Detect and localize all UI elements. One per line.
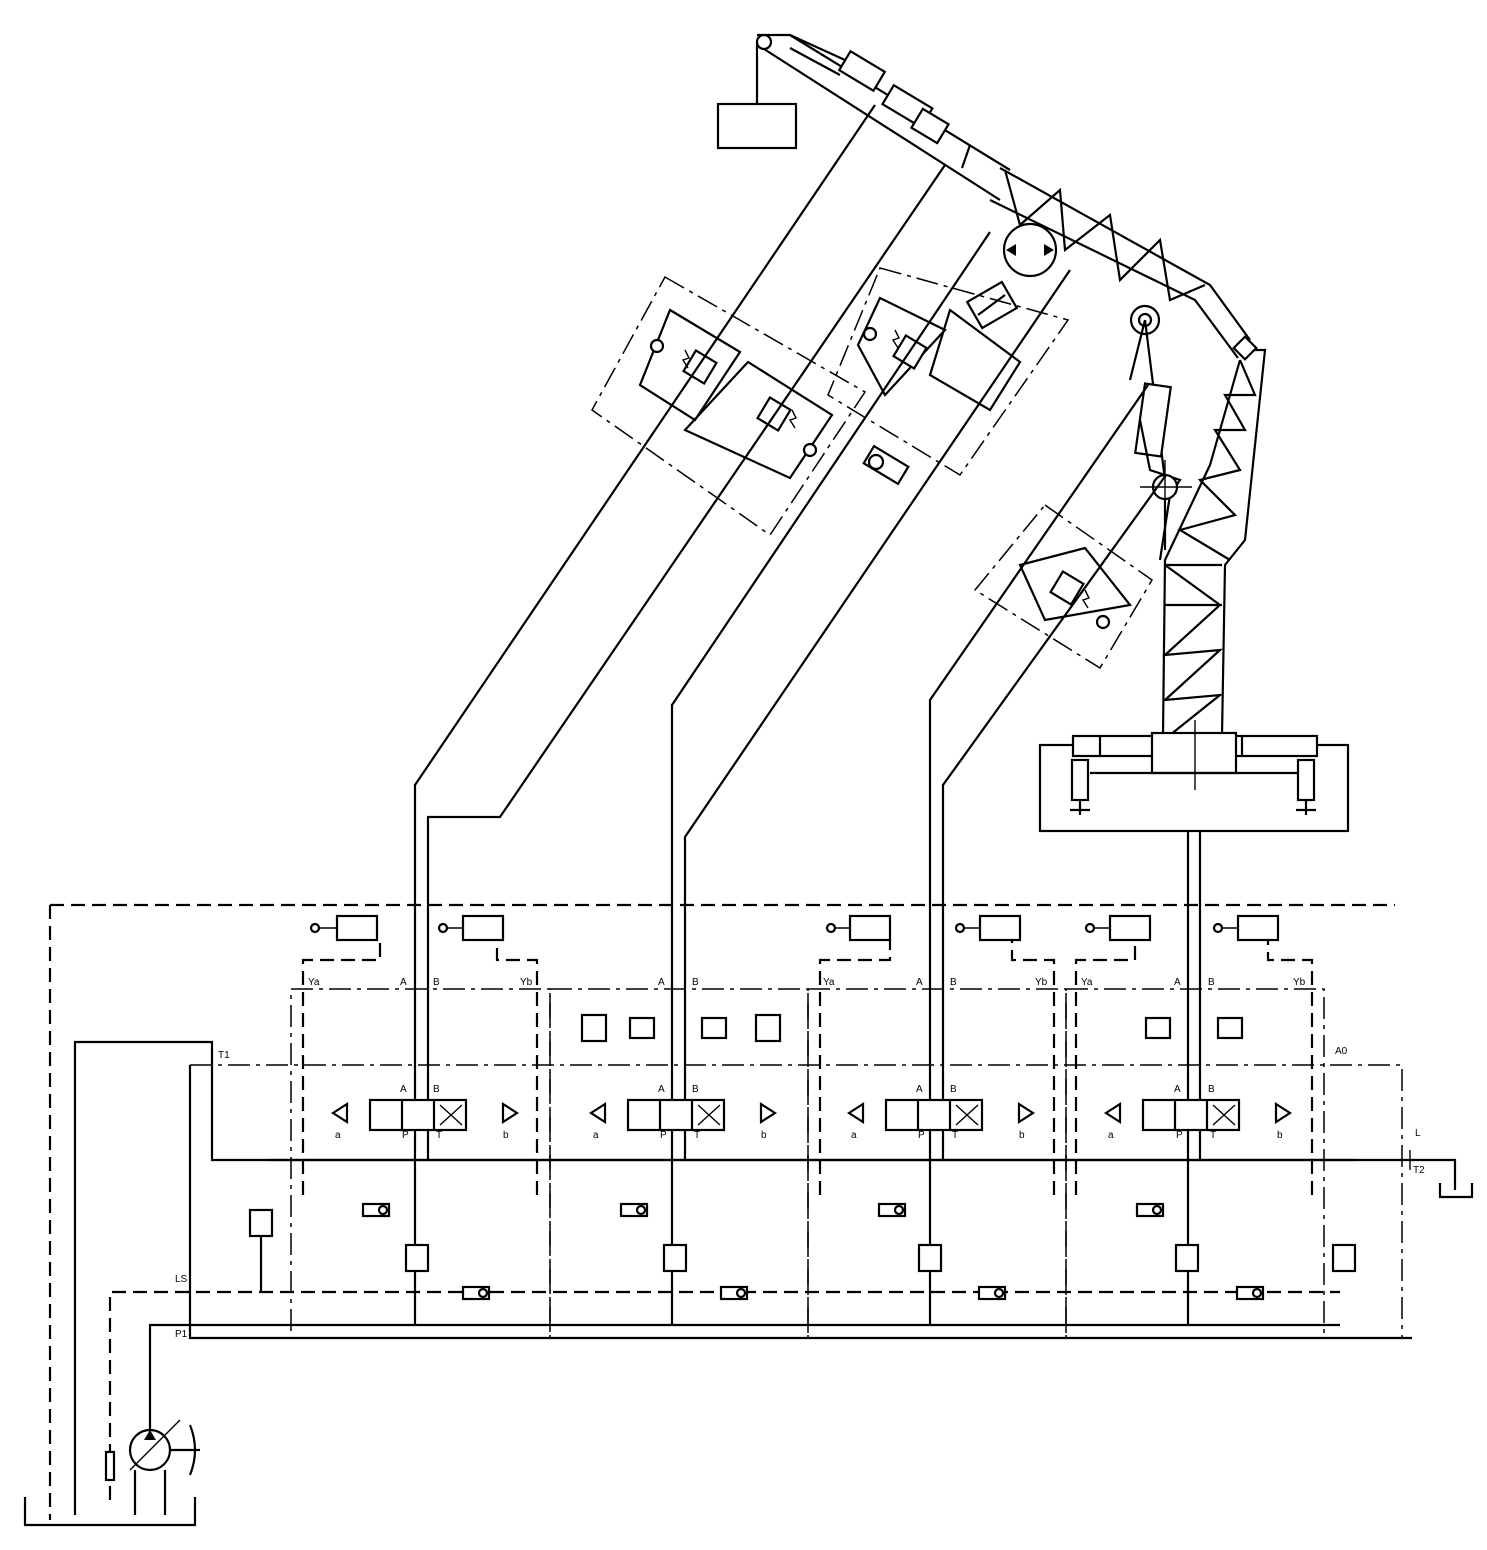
label-a-small: a (1108, 1130, 1114, 1141)
label-b: B (950, 1084, 957, 1095)
pulley-icon (755, 33, 773, 51)
label-b: B (433, 1084, 440, 1095)
label-yb: Yb (520, 977, 533, 988)
label-a: A (658, 1084, 665, 1095)
label-a-small: a (851, 1130, 857, 1141)
section-2 (549, 988, 809, 1339)
port-label-a0: A0 (1335, 1046, 1348, 1057)
label-a: A (400, 977, 407, 988)
counterbalance-block-1 (591, 275, 867, 537)
label-a: A (1174, 1084, 1181, 1095)
label-p: P (1176, 1130, 1183, 1141)
section-labels: Ya A B Yb A B Ya A B Yb Ya A B Yb A B A … (308, 977, 1306, 1141)
label-ya: Ya (1081, 977, 1093, 988)
label-a-small: a (335, 1130, 341, 1141)
label-b: B (950, 977, 957, 988)
label-b: B (692, 977, 699, 988)
port-labels: T1 LS P1 A0 L T2 (175, 1046, 1425, 1340)
port-label-t1: T1 (218, 1050, 230, 1061)
label-p: P (402, 1130, 409, 1141)
label-b: B (433, 977, 440, 988)
label-ya: Ya (823, 977, 835, 988)
label-a: A (916, 1084, 923, 1095)
label-b-small: b (761, 1130, 767, 1141)
label-a: A (400, 1084, 407, 1095)
valve-bank (48, 903, 1474, 1520)
counterbalance-block-3 (973, 503, 1153, 670)
label-a: A (1174, 977, 1181, 988)
counterbalance-block-2 (827, 267, 1070, 486)
label-a: A (658, 977, 665, 988)
motor-icon (1002, 222, 1058, 278)
winch-motor (965, 222, 1058, 330)
port-label-ls: LS (175, 1274, 188, 1285)
label-a-small: a (593, 1130, 599, 1141)
port-label-p1: P1 (175, 1329, 188, 1340)
port-label-t2: T2 (1413, 1165, 1425, 1176)
label-b: B (1208, 1084, 1215, 1095)
label-p: P (660, 1130, 667, 1141)
label-t: T (694, 1130, 700, 1141)
label-yb: Yb (1035, 977, 1048, 988)
label-b: B (1208, 977, 1215, 988)
label-b: B (692, 1084, 699, 1095)
port-label-l: L (1415, 1128, 1421, 1139)
load-weight-icon (716, 102, 798, 150)
label-a: A (916, 977, 923, 988)
label-yb: Yb (1293, 977, 1306, 988)
section-4 (1065, 914, 1325, 1339)
label-t: T (1210, 1130, 1216, 1141)
label-b-small: b (1277, 1130, 1283, 1141)
tank-icon (23, 1497, 197, 1527)
label-b-small: b (1019, 1130, 1025, 1141)
crane-structure (716, 33, 1350, 833)
section-3 (807, 914, 1067, 1339)
label-ya: Ya (308, 977, 320, 988)
section-1 (290, 914, 551, 1339)
label-p: P (918, 1130, 925, 1141)
label-b-small: b (503, 1130, 509, 1141)
pump-unit (23, 1419, 200, 1527)
label-t: T (436, 1130, 442, 1141)
label-t: T (952, 1130, 958, 1141)
